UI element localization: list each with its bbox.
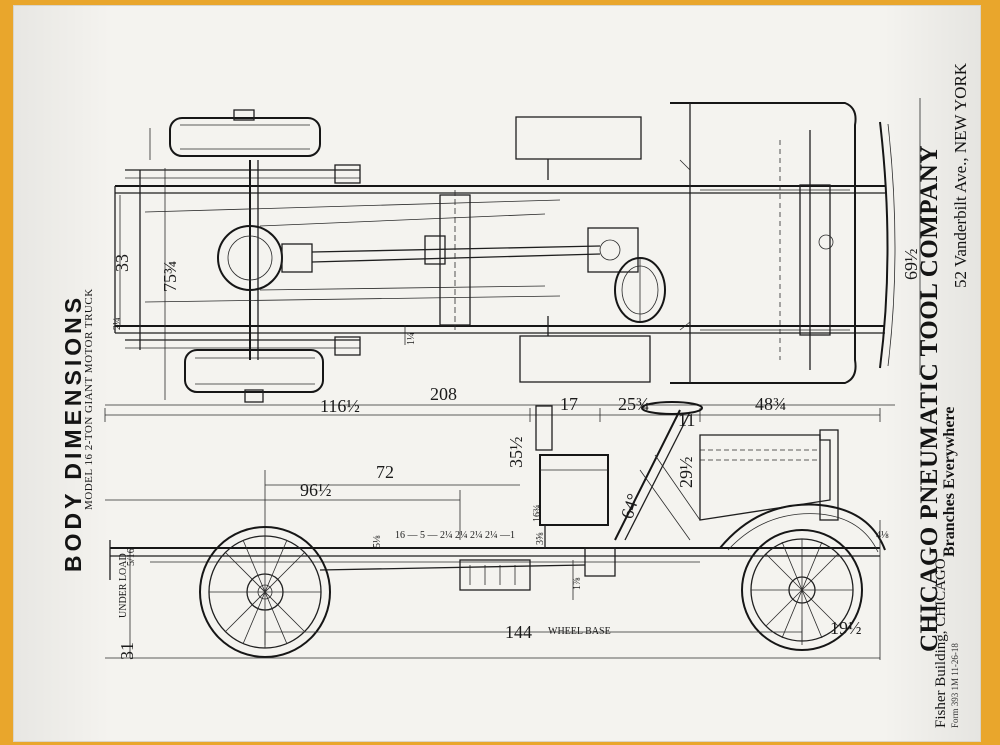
dim-spring-offset: 2¼: [112, 317, 123, 330]
dim-body-72: 72: [376, 462, 394, 482]
dim-seat-step: 3⅝: [535, 532, 546, 545]
dim-seat-cushion: 16¾: [532, 505, 543, 523]
dim-steering-offset: 11: [678, 410, 695, 430]
rear-wheel: [199, 526, 331, 658]
dim-rear-to-body: 116½: [320, 396, 360, 416]
label-under-load: UNDER LOAD: [118, 553, 129, 618]
running-boards: [515, 116, 651, 383]
dim-frame-top: 4⅛: [876, 530, 889, 541]
front-wheel: [741, 529, 863, 651]
dim-steering-rake: 64°: [617, 491, 644, 521]
dim-cowl-section: 25¾: [618, 394, 650, 414]
upper-dimension-row: [104, 408, 881, 540]
drawing-sheet: [14, 6, 980, 741]
elevation-view: 116½ 17 25¾ 48¾ 11 72 96½ 35½ 16¾ 3⅝ 64°…: [104, 394, 889, 660]
frame-rails: [114, 164, 885, 356]
dim-seat-section: 17: [560, 394, 578, 414]
hood-plan: [670, 102, 857, 384]
ground-dimensions: [105, 520, 881, 660]
spare-tire-top: [169, 109, 321, 157]
steering-column: [614, 401, 703, 541]
dim-front-overhang: 19½: [830, 618, 862, 638]
dim-tube-clearance: 1¼: [406, 332, 417, 345]
label-wheelbase: WHEEL BASE: [548, 626, 611, 637]
dim-track: 33: [112, 254, 132, 272]
dim-frame-depth: 75¾: [160, 261, 180, 293]
company-building: Fisher Building, CHICAGO: [933, 558, 949, 728]
steering-wheel-plan: [614, 257, 666, 323]
front-fender: [719, 503, 886, 553]
dim-frame-offset-small: 5⅛: [372, 535, 383, 548]
dim-frame-width: 69½: [901, 249, 921, 281]
company-branches: Branches Everywhere: [941, 406, 958, 557]
cowl-hood-side: [699, 429, 839, 521]
plan-view: 33 75¾ 2¼ 1¼ 69½ 208: [105, 98, 921, 406]
dim-steering-height: 29½: [676, 457, 696, 489]
dim-wheelbase: 144: [505, 622, 532, 642]
dim-frame-drop: 1⅞: [572, 577, 583, 590]
spare-tire-bottom: [184, 349, 324, 403]
struts: [144, 199, 561, 303]
front-axle-plan: [809, 121, 896, 370]
dim-hood-length: 48¾: [755, 394, 787, 414]
dim-loaded-clearance: 31: [117, 642, 137, 660]
form-number: Form 393 1M 11-26-18: [950, 643, 960, 728]
company-address: 52 Vanderbilt Ave., NEW YORK: [951, 62, 970, 288]
dim-seat-height: 35½: [506, 437, 526, 469]
rear-differential: [217, 160, 601, 360]
transmission: [439, 190, 639, 330]
dim-small-series: 16 — 5 — 2¼ 2¼ 2¼ 2¼ —1: [395, 530, 515, 541]
dim-overall-length: 208: [430, 384, 457, 404]
dim-frame-5-16: 5/16: [126, 548, 137, 566]
plan-dimension-lines: [105, 98, 921, 406]
dim-body-96: 96½: [300, 480, 332, 500]
drawing-subtitle: MODEL 16 2-TON GIANT MOTOR TRUCK: [83, 288, 95, 510]
seat-side: [535, 405, 609, 548]
drive-train-side: [319, 547, 616, 591]
